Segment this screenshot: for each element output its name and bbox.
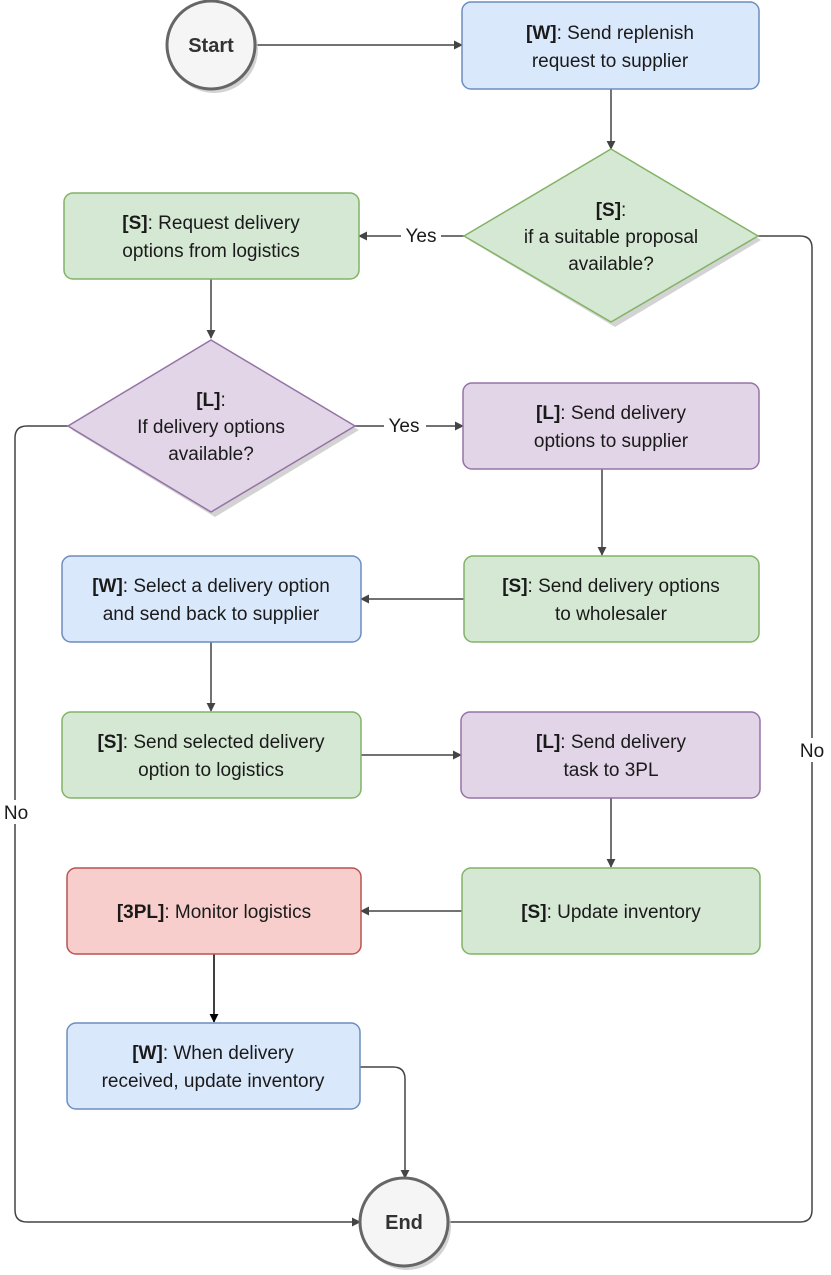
node-box [61, 555, 362, 643]
node-text-line: available? [568, 254, 654, 275]
role-tag: [W] [92, 576, 123, 597]
edge-label-bg [797, 738, 827, 762]
node-text: [L]: Send delivery [536, 732, 686, 753]
node-l-send-task[interactable]: [L]: Send delivery task to 3PL [460, 711, 761, 799]
node-text-line: options from logistics [122, 241, 299, 262]
edge-label-bg [384, 414, 426, 438]
node-box [461, 1, 760, 90]
edge-label-yes-proposal: Yes [406, 226, 437, 247]
edge-proposal-no-to-end [448, 235, 813, 1223]
node-text-line: if a suitable proposal [524, 227, 698, 248]
node-text: [L]: Send delivery [536, 403, 686, 424]
node-w-select-option[interactable]: [W]: Select a delivery option and send b… [61, 555, 362, 643]
node-text: [S]: Request delivery [122, 213, 300, 234]
node-box [463, 555, 760, 643]
node-box [462, 382, 760, 470]
decision-delivery-available[interactable]: [L]: If delivery options available? [66, 339, 359, 517]
node-text-line: option to logistics [138, 760, 284, 781]
decision-suitable-proposal[interactable]: [S]: if a suitable proposal available? [462, 148, 761, 327]
node-text-line: If delivery options [137, 417, 285, 438]
role-tag: [W] [132, 1043, 163, 1064]
node-text-line: to wholesaler [555, 604, 668, 625]
node-w-received[interactable]: [W]: When delivery received, update inve… [66, 1022, 361, 1110]
edge-received-to-end [360, 1066, 410, 1179]
node-text: [W]: When delivery [132, 1043, 294, 1064]
node-text: [S]: [596, 200, 627, 221]
node-text-line: task to 3PL [563, 760, 658, 781]
node-text: [S]: Send delivery options [502, 576, 720, 597]
node-s-update-inventory[interactable]: [S]: Update inventory [461, 867, 761, 955]
role-tag: [S] [122, 213, 147, 234]
node-text: [S]: Update inventory [521, 902, 701, 923]
role-tag: [3PL] [117, 902, 165, 923]
role-tag: [S] [502, 576, 527, 597]
node-box [66, 867, 362, 955]
node-text: [L]: [196, 390, 226, 411]
role-tag: [S] [97, 732, 122, 753]
role-tag: [S] [521, 902, 546, 923]
end-label: End [385, 1212, 423, 1234]
edge-labels: Yes No Yes No [1, 224, 827, 824]
decision-diamond [462, 148, 760, 323]
role-tag: [S] [596, 200, 621, 221]
start-label: Start [188, 35, 234, 57]
role-tag: [L] [196, 390, 220, 411]
node-text: [S]: Send selected delivery [97, 732, 325, 753]
edge-label-bg [401, 224, 441, 248]
start-node[interactable]: Start [165, 0, 258, 93]
node-text-line: available? [168, 444, 254, 465]
start-circle [165, 0, 257, 91]
node-text-line: options to supplier [534, 431, 689, 452]
node-box [460, 711, 761, 799]
node-w-send-replenish[interactable]: [W]: Send replenish request to supplier [461, 1, 760, 90]
node-text-line: request to supplier [532, 51, 689, 72]
node-box [461, 867, 761, 955]
end-node[interactable]: End [358, 1176, 451, 1270]
role-tag: [W] [526, 23, 557, 44]
node-s-send-options-wholesaler[interactable]: [S]: Send delivery options to wholesaler [463, 555, 760, 643]
node-text: [W]: Send replenish [526, 23, 694, 44]
node-text-line: and send back to supplier [103, 604, 320, 625]
node-box [66, 1022, 361, 1110]
node-s-request-delivery[interactable]: [S]: Request delivery options from logis… [63, 192, 360, 280]
node-l-send-options[interactable]: [L]: Send delivery options to supplier [462, 382, 760, 470]
node-text-line: received, update inventory [102, 1071, 325, 1092]
node-text: [W]: Select a delivery option [92, 576, 330, 597]
node-box [61, 711, 362, 799]
node-3pl-monitor[interactable]: [3PL]: Monitor logistics [66, 867, 362, 955]
edge-label-yes-delivery: Yes [389, 416, 420, 437]
node-box [63, 192, 360, 280]
node-text: [3PL]: Monitor logistics [117, 902, 311, 923]
edge-label-no-delivery: No [4, 803, 28, 824]
edge-label-no-proposal: No [800, 741, 824, 762]
node-s-send-selected[interactable]: [S]: Send selected delivery option to lo… [61, 711, 362, 799]
edge-label-bg [1, 800, 31, 824]
role-tag: [L] [536, 732, 560, 753]
end-circle [358, 1176, 450, 1268]
decision-diamond [66, 339, 357, 513]
role-tag: [L] [536, 403, 560, 424]
